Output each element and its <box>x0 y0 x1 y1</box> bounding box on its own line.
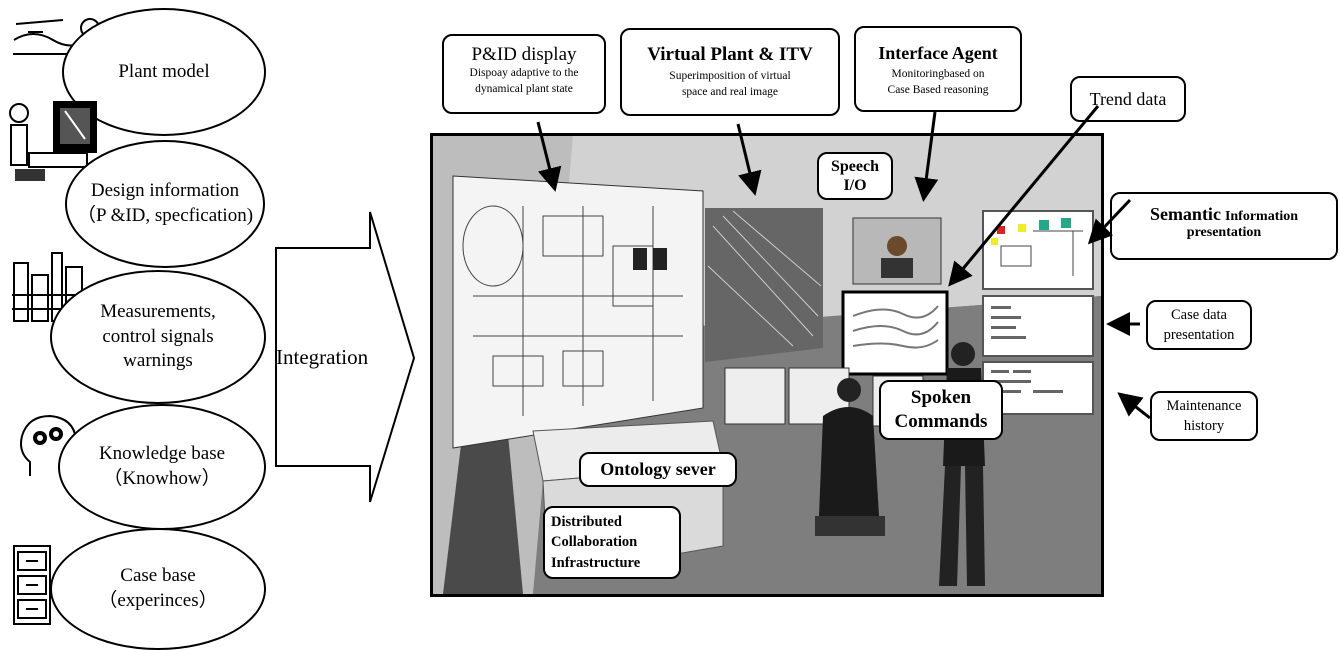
speech-label-1: Speech <box>831 158 879 175</box>
case-data-line-2: presentation <box>1163 326 1235 343</box>
control-room-scene: Speech I/O Spoken Commands Ontology seve… <box>430 133 1104 597</box>
maintenance-callout: Maintenance history <box>1150 391 1258 441</box>
file-cabinet-icon <box>13 545 51 625</box>
virtual-desc-2: space and real image <box>681 85 779 98</box>
speech-io-label: Speech I/O <box>817 152 893 201</box>
case-base-sublabel: （experinces） <box>98 590 218 611</box>
knowledge-sublabel: （Knowhow） <box>103 468 221 489</box>
pid-arrow <box>536 121 562 192</box>
integration-label: Integration <box>276 345 369 369</box>
distributed-label-3: Infrastructure <box>551 554 641 571</box>
semantic-title-a: Semantic <box>1149 204 1221 224</box>
design-info-ellipse: Design information （P &ID, specfication) <box>65 140 265 268</box>
computer-workstation-icon <box>9 101 97 181</box>
semantic-callout: Semantic Information presentation <box>1110 192 1338 260</box>
pid-desc-2: dynamical plant state <box>475 82 573 95</box>
semantic-title-c: presentation <box>1186 225 1262 240</box>
agent-desc-1: Monitoringbased on <box>891 68 985 80</box>
integration-arrow <box>275 211 416 503</box>
agent-title: Interface Agent <box>878 43 998 63</box>
virtual-plant-callout: Virtual Plant & ITV Superimposition of v… <box>620 28 840 116</box>
case-base-label: Case base <box>120 565 196 587</box>
spoken-commands-label: Spoken Commands <box>879 380 1003 440</box>
semantic-title-b: Information <box>1224 209 1299 224</box>
design-info-label: Design information <box>90 180 240 202</box>
measurements-label-3: warnings <box>123 350 193 372</box>
virtual-title: Virtual Plant & ITV <box>647 44 813 65</box>
knowledge-label: Knowledge base <box>98 443 226 465</box>
ontology-label-text: Ontology sever <box>600 459 716 479</box>
case-data-callout: Case data presentation <box>1146 300 1252 350</box>
spoken-label-1: Spoken <box>910 387 972 408</box>
case-data-line-1: Case data <box>1171 307 1227 323</box>
design-info-sublabel: （P &ID, specfication) <box>76 205 254 226</box>
measurements-ellipse: Measurements, control signals warnings <box>50 270 266 404</box>
distributed-label-1: Distributed <box>551 514 622 530</box>
maintenance-line-1: Maintenance <box>1166 398 1242 414</box>
agent-arrow <box>914 111 939 202</box>
measurements-label: Measurements, <box>100 300 216 322</box>
semantic-arrow <box>1087 198 1132 245</box>
case-base-ellipse: Case base （experinces） <box>50 528 266 650</box>
trend-title: Trend data <box>1089 89 1167 109</box>
plant-model-ellipse: Plant model <box>62 8 266 136</box>
spoken-label-2: Commands <box>894 410 988 432</box>
plant-model-label: Plant model <box>118 60 210 82</box>
interface-agent-callout: Interface Agent Monitoringbased on Case … <box>854 26 1022 112</box>
pid-title: P&ID display <box>471 44 577 65</box>
distributed-label-2: Collaboration <box>551 534 638 551</box>
speech-label-2: I/O <box>843 177 867 195</box>
pid-desc-1: Dispoay adaptive to the <box>469 67 579 79</box>
pid-display-callout: P&ID display Dispoay adaptive to the dyn… <box>442 34 606 114</box>
trend-arrow <box>948 105 1100 287</box>
agent-desc-2: Case Based reasoning <box>887 83 989 96</box>
virtual-arrow <box>736 123 762 196</box>
knowledge-ellipse: Knowledge base （Knowhow） <box>58 404 266 530</box>
measurements-label-2: control signals <box>102 325 214 347</box>
distributed-infrastructure-label: Distributed Collaboration Infrastructure <box>543 506 681 579</box>
ontology-server-label: Ontology sever <box>579 452 737 487</box>
maintenance-arrow <box>1117 392 1151 420</box>
maintenance-line-2: history <box>1183 417 1225 434</box>
pid-diagram-lines <box>462 205 683 416</box>
virtual-desc-1: Superimposition of virtual <box>669 70 791 82</box>
